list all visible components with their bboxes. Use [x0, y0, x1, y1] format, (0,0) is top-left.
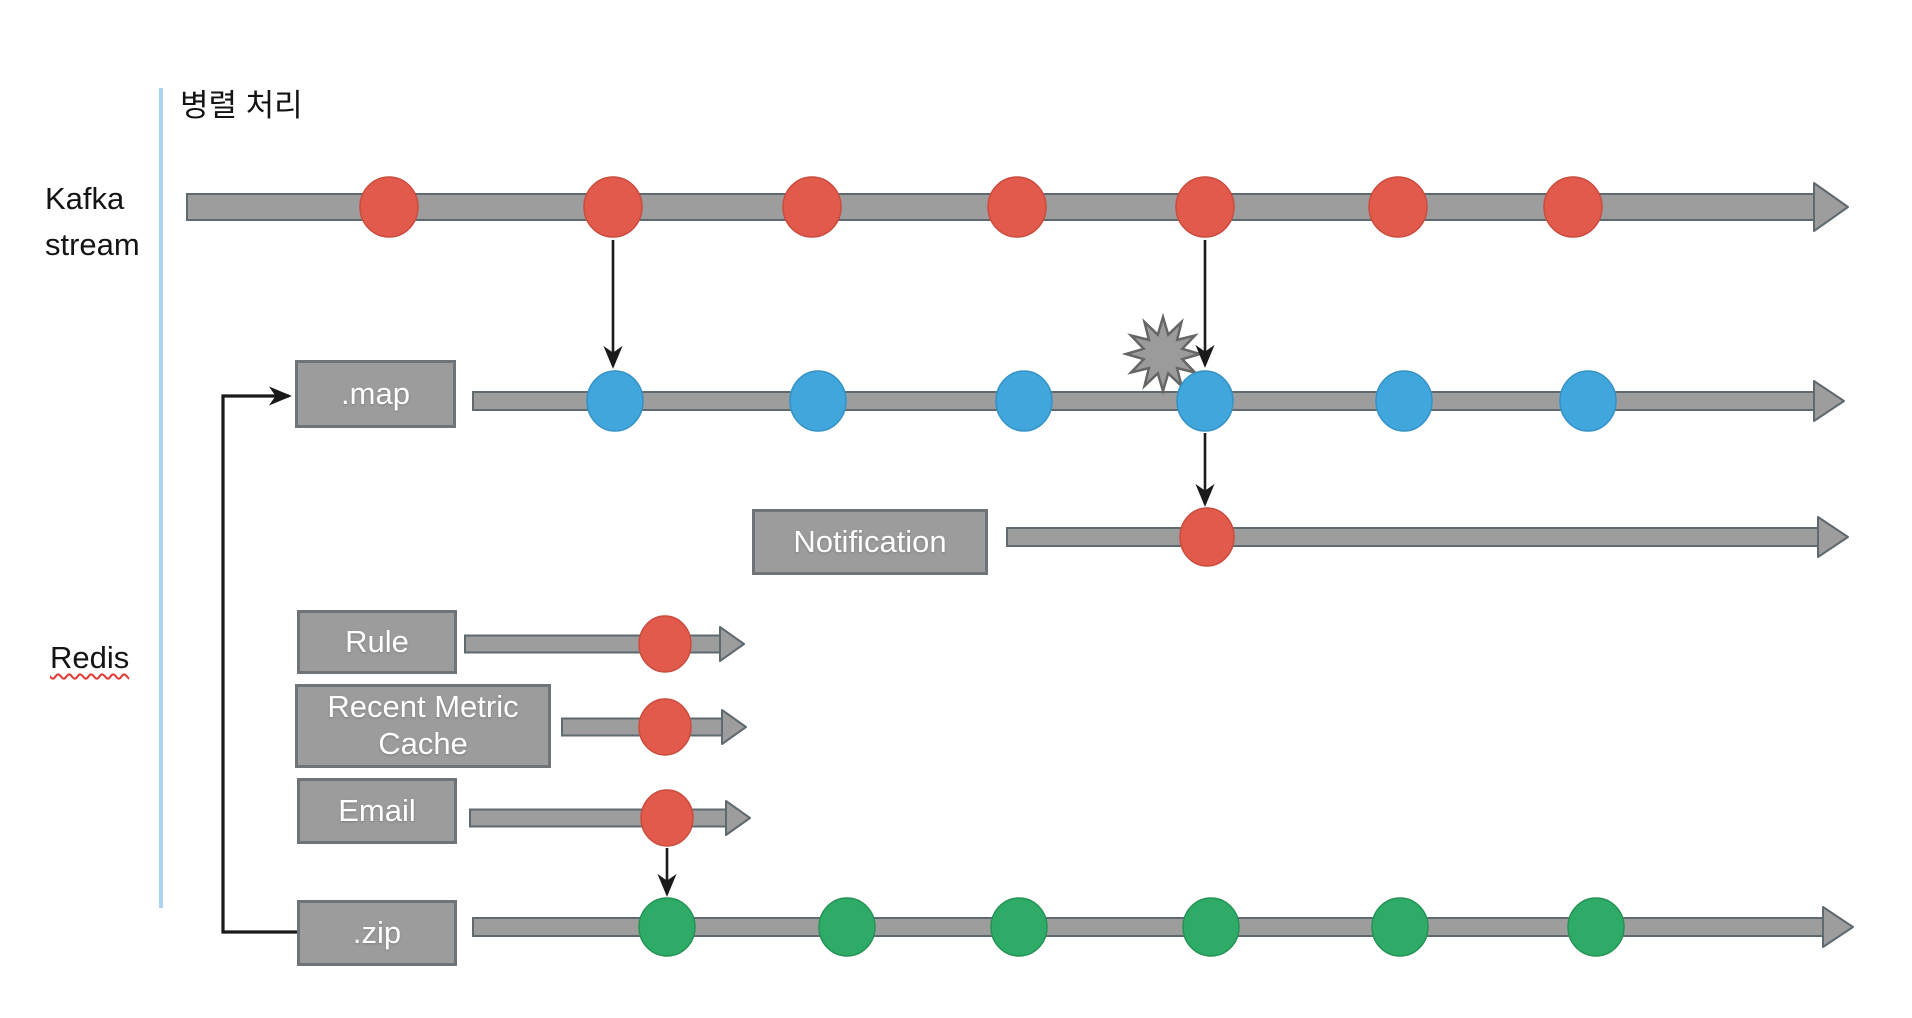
notification-stream-arrowhead-icon: [1817, 516, 1849, 558]
map-box-label: .map: [341, 375, 410, 411]
map-stream-dot: [789, 370, 847, 432]
rule-box: Rule: [297, 610, 457, 674]
event-dots: [359, 176, 1625, 957]
rule-box-label: Rule: [345, 623, 409, 659]
zip-stream-dot: [1182, 897, 1240, 957]
kafka-stream-dot: [987, 176, 1047, 238]
zip-to-map-connector: [221, 386, 297, 934]
kafka-stream-dot: [782, 176, 842, 238]
kafka-stream-label: Kafka stream: [45, 181, 140, 262]
map-box: .map: [295, 360, 456, 428]
kafka-stream-dot: [1543, 176, 1603, 238]
kafka-stream-dot: [359, 176, 419, 238]
recent-metric-cache-box-label: Recent Metric Cache: [327, 689, 519, 761]
recent-metric-cache-stream-dot: [638, 698, 692, 756]
notification-box: Notification: [752, 509, 988, 575]
zip-stream-arrowhead-icon: [1822, 906, 1854, 948]
kafka-stream-dot: [1175, 176, 1235, 238]
zip-stream-dot: [818, 897, 876, 957]
error-starburst-icon: [1121, 312, 1205, 396]
recent-metric-cache-box: Recent Metric Cache: [295, 684, 551, 768]
redis-label: Redis: [50, 640, 130, 675]
email-box-label: Email: [338, 792, 416, 828]
zip-box-label: .zip: [352, 914, 402, 950]
notification-box-label: Notification: [793, 523, 947, 559]
kafka-stream-dot: [583, 176, 643, 238]
zip-stream-dot: [990, 897, 1048, 957]
rule-stream-dot: [638, 615, 692, 673]
map-stream-dot: [1559, 370, 1617, 432]
zip-stream-dot: [1371, 897, 1429, 957]
notification-stream-bar: [1006, 527, 1819, 547]
email-box: Email: [297, 778, 457, 844]
map-stream-dot: [995, 370, 1053, 432]
email-stream-arrowhead-icon: [725, 800, 751, 836]
recent-metric-cache-stream-arrowhead-icon: [721, 709, 747, 745]
kafka-stream-dot: [1368, 176, 1428, 238]
map-stream-arrowhead-icon: [1813, 380, 1845, 422]
zip-stream-dot: [638, 897, 696, 957]
map-stream-dot: [586, 370, 644, 432]
notification-stream-dot: [1179, 507, 1235, 567]
rule-stream-arrowhead-icon: [719, 626, 745, 662]
kafka-stream-arrowhead-icon: [1813, 182, 1849, 232]
zip-stream-dot: [1567, 897, 1625, 957]
map-stream-dot: [1375, 370, 1433, 432]
zip-box: .zip: [297, 900, 457, 966]
map-stream-dot: [1176, 370, 1234, 432]
page-title: 병렬 처리: [180, 88, 303, 123]
email-stream-dot: [640, 789, 694, 847]
flow-arrows: [603, 240, 1215, 897]
